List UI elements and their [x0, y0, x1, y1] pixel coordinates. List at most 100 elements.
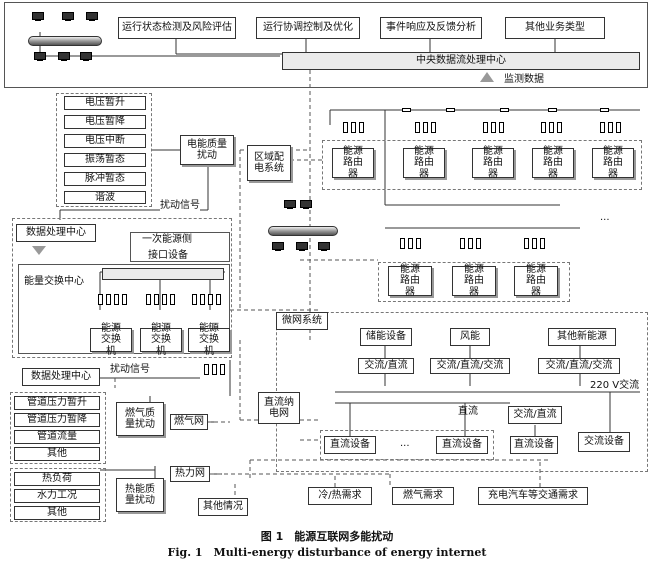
gas-disturbance-frame [10, 392, 106, 464]
down-arrow-icon [32, 246, 46, 255]
switch-icon [192, 294, 197, 305]
computer-icon [32, 12, 44, 21]
resistor-icon [402, 108, 411, 112]
router-group-frame-2 [378, 262, 570, 302]
switch-icon [98, 294, 103, 305]
data-center-box-2: 数据处理中心 [22, 368, 100, 386]
interface-label: 接口设备 [148, 250, 188, 261]
switch-icon [351, 122, 356, 133]
switch-icon [208, 294, 213, 305]
monitoring-data-label: 监测数据 [504, 74, 544, 85]
resistor-icon [446, 108, 455, 112]
switch-icon [608, 122, 613, 133]
switch-icon [476, 238, 481, 249]
elec-disturbance-item: 电压中断 [64, 134, 146, 148]
resistor-icon [548, 108, 557, 112]
elec-quality-disturbance-box: 电能质量扰动 [180, 135, 234, 165]
business-layer-frame [4, 2, 648, 88]
exchange-center-label: 能量交换中心 [24, 276, 84, 287]
disturbance-signal-label: 扰动信号 [160, 200, 200, 211]
energy-switch: 能源交换机 [140, 323, 182, 357]
gas-grid-box: 燃气网 [170, 414, 208, 430]
ellipsis-label: ... [600, 212, 610, 223]
elec-disturbance-item: 电压暂降 [64, 115, 146, 129]
gas-disturbance-item: 管道压力暂升 [14, 396, 100, 410]
dc-nano-grid-box: 直流纳电网 [258, 392, 300, 424]
exchange-inner-frame [18, 264, 230, 354]
heat-grid-box: 热力网 [170, 466, 210, 482]
switch-icon [468, 238, 473, 249]
computer-icon [80, 52, 92, 61]
gas-disturbance-item: 管道流量 [14, 430, 100, 444]
exchange-bus-bar [102, 268, 224, 280]
ac-device-box: 交流设备 [578, 432, 630, 452]
dc-device-box: 直流设备 [510, 436, 558, 454]
energy-router: 能源路由器 [388, 264, 432, 298]
ellipsis-label: ... [400, 438, 410, 449]
primary-side-label: 一次能源侧 [142, 234, 192, 245]
micro-source-wind: 风能 [450, 328, 490, 346]
switch-icon [483, 122, 488, 133]
switch-icon [359, 122, 364, 133]
switch-icon [416, 238, 421, 249]
elec-disturbance-item: 脉冲暂态 [64, 172, 146, 186]
energy-router: 能源路由器 [403, 146, 445, 180]
heat-disturbance-item: 热负荷 [14, 472, 100, 486]
central-data-center: 中央数据流处理中心 [282, 52, 640, 70]
figure-caption-en: Fig. 1 Multi-energy disturbance of energ… [167, 546, 487, 559]
router-group-frame [322, 140, 642, 190]
switch-icon [600, 122, 605, 133]
gas-disturbance-item: 其他 [14, 447, 100, 461]
energy-router: 能源路由器 [332, 146, 374, 180]
energy-switch: 能源交换机 [90, 323, 132, 357]
switch-icon [491, 122, 496, 133]
computer-icon [300, 200, 312, 209]
computer-icon [58, 52, 70, 61]
gas-quality-disturbance-box: 燃气质量扰动 [116, 402, 164, 436]
switch-icon [460, 238, 465, 249]
switch-icon [220, 364, 225, 375]
other-conditions-box: 其他情况 [198, 498, 248, 516]
converter-box: 交流/直流 [358, 358, 414, 374]
network-bus-icon [268, 226, 338, 236]
gas-disturbance-item: 管道压力暂降 [14, 413, 100, 427]
micro-source-other: 其他新能源 [548, 328, 616, 346]
network-bus-icon [28, 36, 102, 46]
elec-disturbance-item: 谐波 [64, 191, 146, 204]
switch-icon [499, 122, 504, 133]
computer-icon [86, 12, 98, 21]
switch-icon [540, 238, 545, 249]
figure-caption-cn: 图 1 能源互联网多能扰动 [260, 530, 394, 543]
demand-gas: 燃气需求 [392, 487, 454, 505]
heat-disturbance-item: 其他 [14, 506, 100, 520]
energy-router: 能源路由器 [592, 146, 634, 180]
elec-disturbance-item: 电压暂升 [64, 96, 146, 110]
demand-cooling-heating: 冷/热需求 [308, 487, 372, 505]
switch-icon [122, 294, 127, 305]
switch-icon [557, 122, 562, 133]
switch-icon [415, 122, 420, 133]
computer-icon [62, 12, 74, 21]
switch-icon [616, 122, 621, 133]
dc-device-frame [320, 430, 494, 460]
ac-bus-label: 220 V交流 [590, 380, 640, 391]
switch-icon [216, 294, 221, 305]
demand-transport: 充电汽车等交通需求 [478, 487, 588, 505]
switch-icon [549, 122, 554, 133]
switch-icon [200, 294, 205, 305]
top-box-event-response: 事件响应及反馈分析 [380, 17, 482, 39]
switch-icon [170, 294, 175, 305]
switch-icon [524, 238, 529, 249]
converter-box: 交流/直流/交流 [430, 358, 510, 374]
switch-icon [106, 294, 111, 305]
computer-icon [296, 242, 308, 251]
switch-icon [204, 364, 209, 375]
energy-router: 能源路由器 [472, 146, 514, 180]
switch-icon [400, 238, 405, 249]
top-box-risk-assessment: 运行状态检测及风险评估 [118, 17, 236, 39]
heat-disturbance-frame [10, 468, 106, 522]
resistor-icon [500, 108, 509, 112]
disturbance-signal-label-2: 扰动信号 [110, 364, 150, 375]
microgrid-label: 微网系统 [276, 312, 328, 330]
